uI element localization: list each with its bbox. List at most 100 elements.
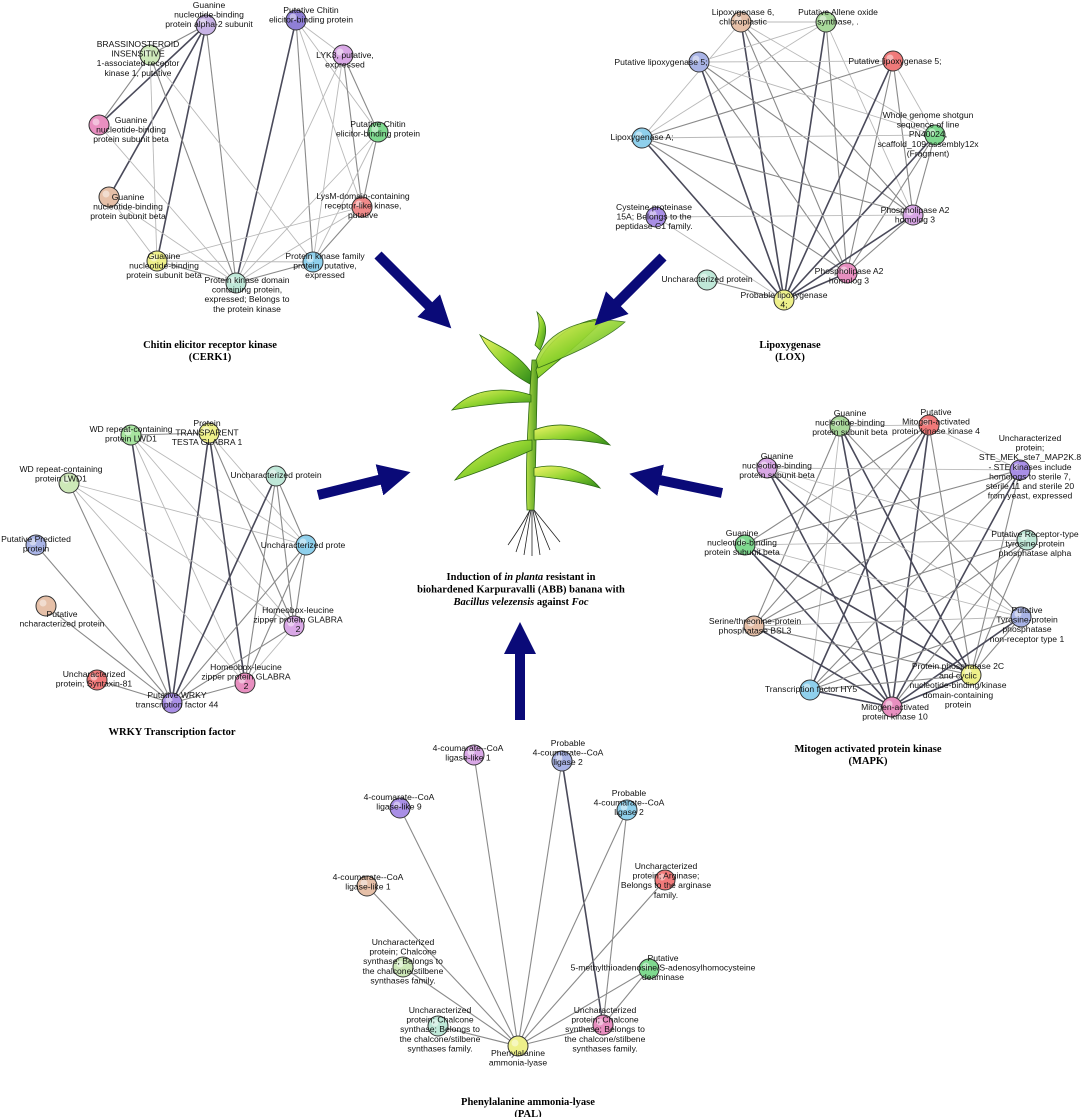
node-plox5b[interactable]: Putative lipoxygenase 5; xyxy=(848,50,942,72)
node-circle xyxy=(507,1035,529,1057)
node-label-line: protein; Syntaxin-81 xyxy=(56,679,133,689)
node-highlight xyxy=(734,15,742,23)
node-label-line: the chalcone/stilbene xyxy=(363,966,444,976)
node-unc[interactable]: Uncharacterized protein xyxy=(661,269,753,291)
network-caption-mapk: Mitogen activated protein kinase(MAPK) xyxy=(794,744,941,767)
edge-rtk-hy5 xyxy=(809,539,1028,691)
node-highlight xyxy=(649,210,657,218)
node-label-line: 4; xyxy=(780,300,787,310)
node-label-line: Whole genome shotgun xyxy=(883,110,974,120)
node-unc2[interactable]: Uncharacterized prote xyxy=(261,534,346,556)
node-highlight xyxy=(1013,463,1021,471)
node-label-line: and cyclic xyxy=(939,671,977,681)
node-circle xyxy=(285,9,307,31)
node-lyk[interactable]: LYK3, putative,expressed xyxy=(316,44,374,70)
edge-gb1-mk4 xyxy=(839,424,930,427)
node-label-line: sequence of line xyxy=(897,120,960,130)
node-label-line: Transcription factor HY5 xyxy=(765,684,858,694)
node-label-line: elicitor-binding protein xyxy=(269,15,353,25)
network-caption-lox: Lipoxygenase(LOX) xyxy=(759,340,821,363)
node-label-line: protein xyxy=(23,544,49,554)
edge-gb2-gb3 xyxy=(108,196,158,262)
node-loxa[interactable]: Lipoxygenase A; xyxy=(610,127,674,149)
node-label-line: Putative lipoxygenase 5; xyxy=(614,57,707,67)
node-plox5a[interactable]: Putative lipoxygenase 5; xyxy=(614,51,710,73)
node-highlight xyxy=(760,461,768,469)
center-caption-run: resistant in xyxy=(543,572,595,583)
node-circle xyxy=(631,127,653,149)
node-unc1[interactable]: Uncharacterized protein xyxy=(230,465,322,487)
node-label-line: nucleotide-binding xyxy=(174,10,244,20)
node-circle xyxy=(367,121,389,143)
node-label-line: expressed; Belongs to xyxy=(204,294,289,304)
node-lox6[interactable]: Lipoxygenase 6,chloroplastic xyxy=(712,7,775,33)
node-label-line: 4-coumarate--CoA xyxy=(433,743,504,753)
node-label-line: Uncharacterized xyxy=(999,433,1062,443)
edge-plox5a-plox5b xyxy=(698,60,894,63)
node-circle xyxy=(902,204,924,226)
node-label-line: Putative xyxy=(920,407,951,417)
edge-gb3-ptp xyxy=(744,544,1022,618)
node-highlight xyxy=(777,293,785,301)
node-label-line: synthases family. xyxy=(370,975,435,985)
node-label-line: Guanine xyxy=(761,451,794,461)
node-label-line: chloroplastic xyxy=(719,17,767,27)
edge-plox5b-pla2 xyxy=(846,60,894,274)
node-label-line: Putative Receptor-type xyxy=(991,529,1079,539)
node-highlight xyxy=(289,13,297,21)
node-label-line: Guanine xyxy=(834,408,867,418)
node-hy5[interactable]: Transcription factor HY5 xyxy=(765,679,858,701)
edge-mk4-bsl3 xyxy=(753,424,930,627)
node-label-line: INSENSITIVE xyxy=(111,49,165,59)
